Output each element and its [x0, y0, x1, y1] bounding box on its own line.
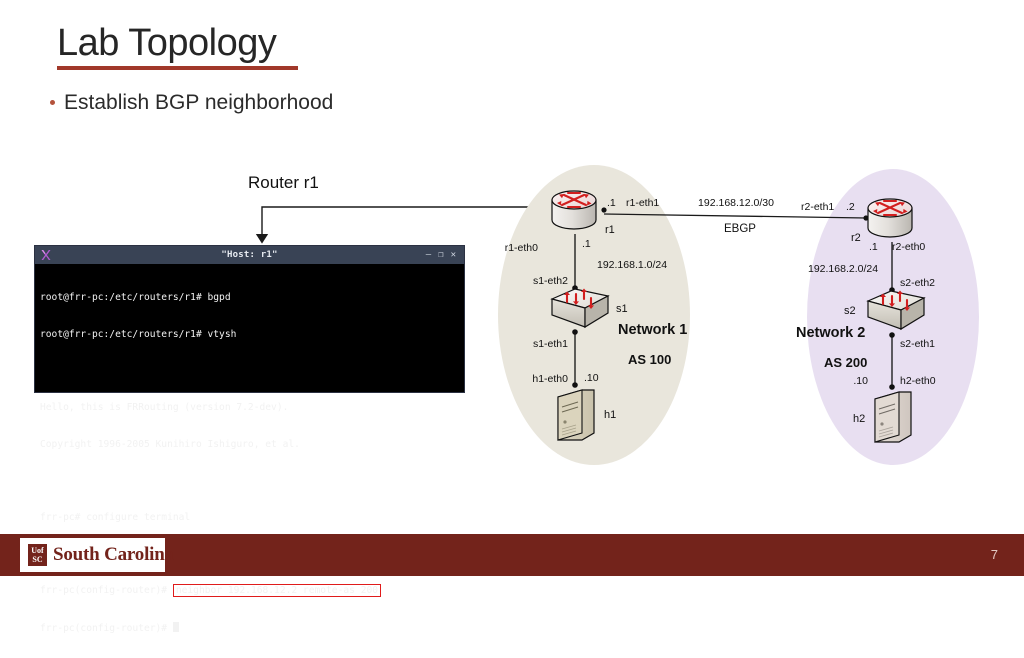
terminal-line-current: frr-pc(config-router)# [40, 621, 464, 634]
r1-eth0-label: r1-eth0 [505, 242, 538, 254]
s1-eth2-label: s1-eth2 [533, 275, 568, 287]
uofsc-badge-icon: Uof SC [28, 544, 47, 566]
h2-label: h2 [853, 413, 865, 425]
terminal-window[interactable]: "Host: r1" – ❐ ✕ root@frr-pc:/etc/router… [35, 246, 464, 634]
network-1-name: Network 1 [618, 322, 687, 338]
r1-label: r1 [605, 224, 615, 236]
n2-subnet-label: 192.168.2.0/24 [808, 263, 878, 275]
terminal-line-blank [40, 366, 464, 378]
r2-label: r2 [851, 232, 861, 244]
r2-eth0-label: r2-eth0 [892, 241, 925, 253]
terminal-window-controls[interactable]: – ❐ ✕ [425, 249, 459, 260]
terminal-line: root@frr-pc:/etc/routers/r1# vtysh [40, 329, 237, 340]
ebgp-protocol-label: EBGP [724, 223, 756, 235]
footer-bar: Uof SC South Carolina 7 [0, 534, 1024, 576]
close-icon[interactable]: ✕ [450, 249, 456, 260]
page-number: 7 [990, 547, 998, 562]
xterm-icon [41, 250, 51, 260]
terminal-line: Hello, this is FRRouting (version 7.2-de… [40, 402, 289, 414]
title-underline [57, 66, 298, 70]
r1-eth1-ip: .1 [607, 197, 616, 209]
page-title: Lab Topology [57, 22, 277, 64]
badge-line-1: Uof [31, 546, 44, 555]
maximize-icon[interactable]: ❐ [438, 249, 444, 260]
h2-eth0-label: h2-eth0 [900, 375, 936, 387]
terminal-cursor [172, 621, 179, 632]
network-2-name: Network 2 [796, 325, 865, 341]
terminal-prompt: frr-pc(config-router)# [40, 622, 173, 634]
host-h1-icon [557, 389, 595, 441]
network-2-asn: AS 200 [824, 355, 867, 370]
terminal-line-blank [40, 475, 464, 487]
terminal-line-highlighted: frr-pc(config-router)# neighbor 192.168.… [40, 584, 464, 598]
terminal-titlebar[interactable]: "Host: r1" – ❐ ✕ [35, 246, 464, 264]
terminal-prompt: frr-pc(config-router)# [40, 585, 173, 597]
r1-eth1-label: r1-eth1 [626, 197, 659, 209]
n1-subnet-label: 192.168.1.0/24 [597, 259, 667, 271]
ebgp-subnet-label: 192.168.12.0/30 [698, 197, 774, 209]
h1-ip: .10 [584, 372, 599, 384]
host-h2-icon [874, 391, 912, 443]
terminal-line: root@frr-pc:/etc/routers/r1# bgpd [40, 292, 231, 304]
router-callout-label: Router r1 [248, 173, 319, 192]
terminal-line: frr-pc# configure terminal [40, 511, 191, 523]
callout-connector [255, 206, 552, 244]
r2-eth1-ip: .2 [846, 201, 855, 213]
s2-eth2-label: s2-eth2 [900, 277, 935, 289]
s2-eth1-label: s2-eth1 [900, 338, 935, 350]
terminal-line: Copyright 1996-2005 Kunihiro Ishiguro, e… [40, 438, 300, 450]
terminal-output[interactable]: root@frr-pc:/etc/routers/r1# bgpd root@f… [35, 264, 464, 658]
router-r2-icon [867, 198, 913, 238]
r2-eth0-ip: .1 [869, 241, 878, 253]
logo-wordmark: South Carolina [53, 544, 174, 565]
network-1-asn: AS 100 [628, 352, 671, 367]
terminal-title: "Host: r1" [221, 250, 278, 260]
badge-line-2: SC [32, 555, 43, 564]
h2-ip: .10 [853, 375, 868, 387]
router-r1-icon [551, 190, 597, 230]
s2-label: s2 [844, 305, 856, 317]
topology-diagram: 192.168.12.0/30 EBGP r1 .1 r1-eth1 r1-et… [496, 160, 1024, 470]
bullet-item: Establish BGP neighborhood [50, 91, 333, 115]
s1-label: s1 [616, 303, 628, 315]
switch-s1-icon [550, 288, 610, 329]
h1-label: h1 [604, 409, 616, 421]
s1-eth1-label: s1-eth1 [533, 338, 568, 350]
h1-eth0-label: h1-eth0 [532, 373, 568, 385]
switch-s2-icon [866, 290, 926, 331]
highlighted-command: neighbor 192.168.12.2 remote-as 200 [172, 584, 382, 598]
bullet-text: Establish BGP neighborhood [64, 91, 334, 114]
bullet-dot-icon [50, 100, 55, 105]
r2-eth1-label: r2-eth1 [801, 201, 834, 213]
ebgp-link [603, 213, 867, 219]
university-logo: Uof SC South Carolina [20, 538, 174, 572]
minimize-icon[interactable]: – [425, 249, 432, 260]
r1-eth0-ip: .1 [582, 238, 591, 250]
topology-svg: 192.168.12.0/30 EBGP r1 .1 r1-eth1 r1-et… [498, 165, 979, 465]
